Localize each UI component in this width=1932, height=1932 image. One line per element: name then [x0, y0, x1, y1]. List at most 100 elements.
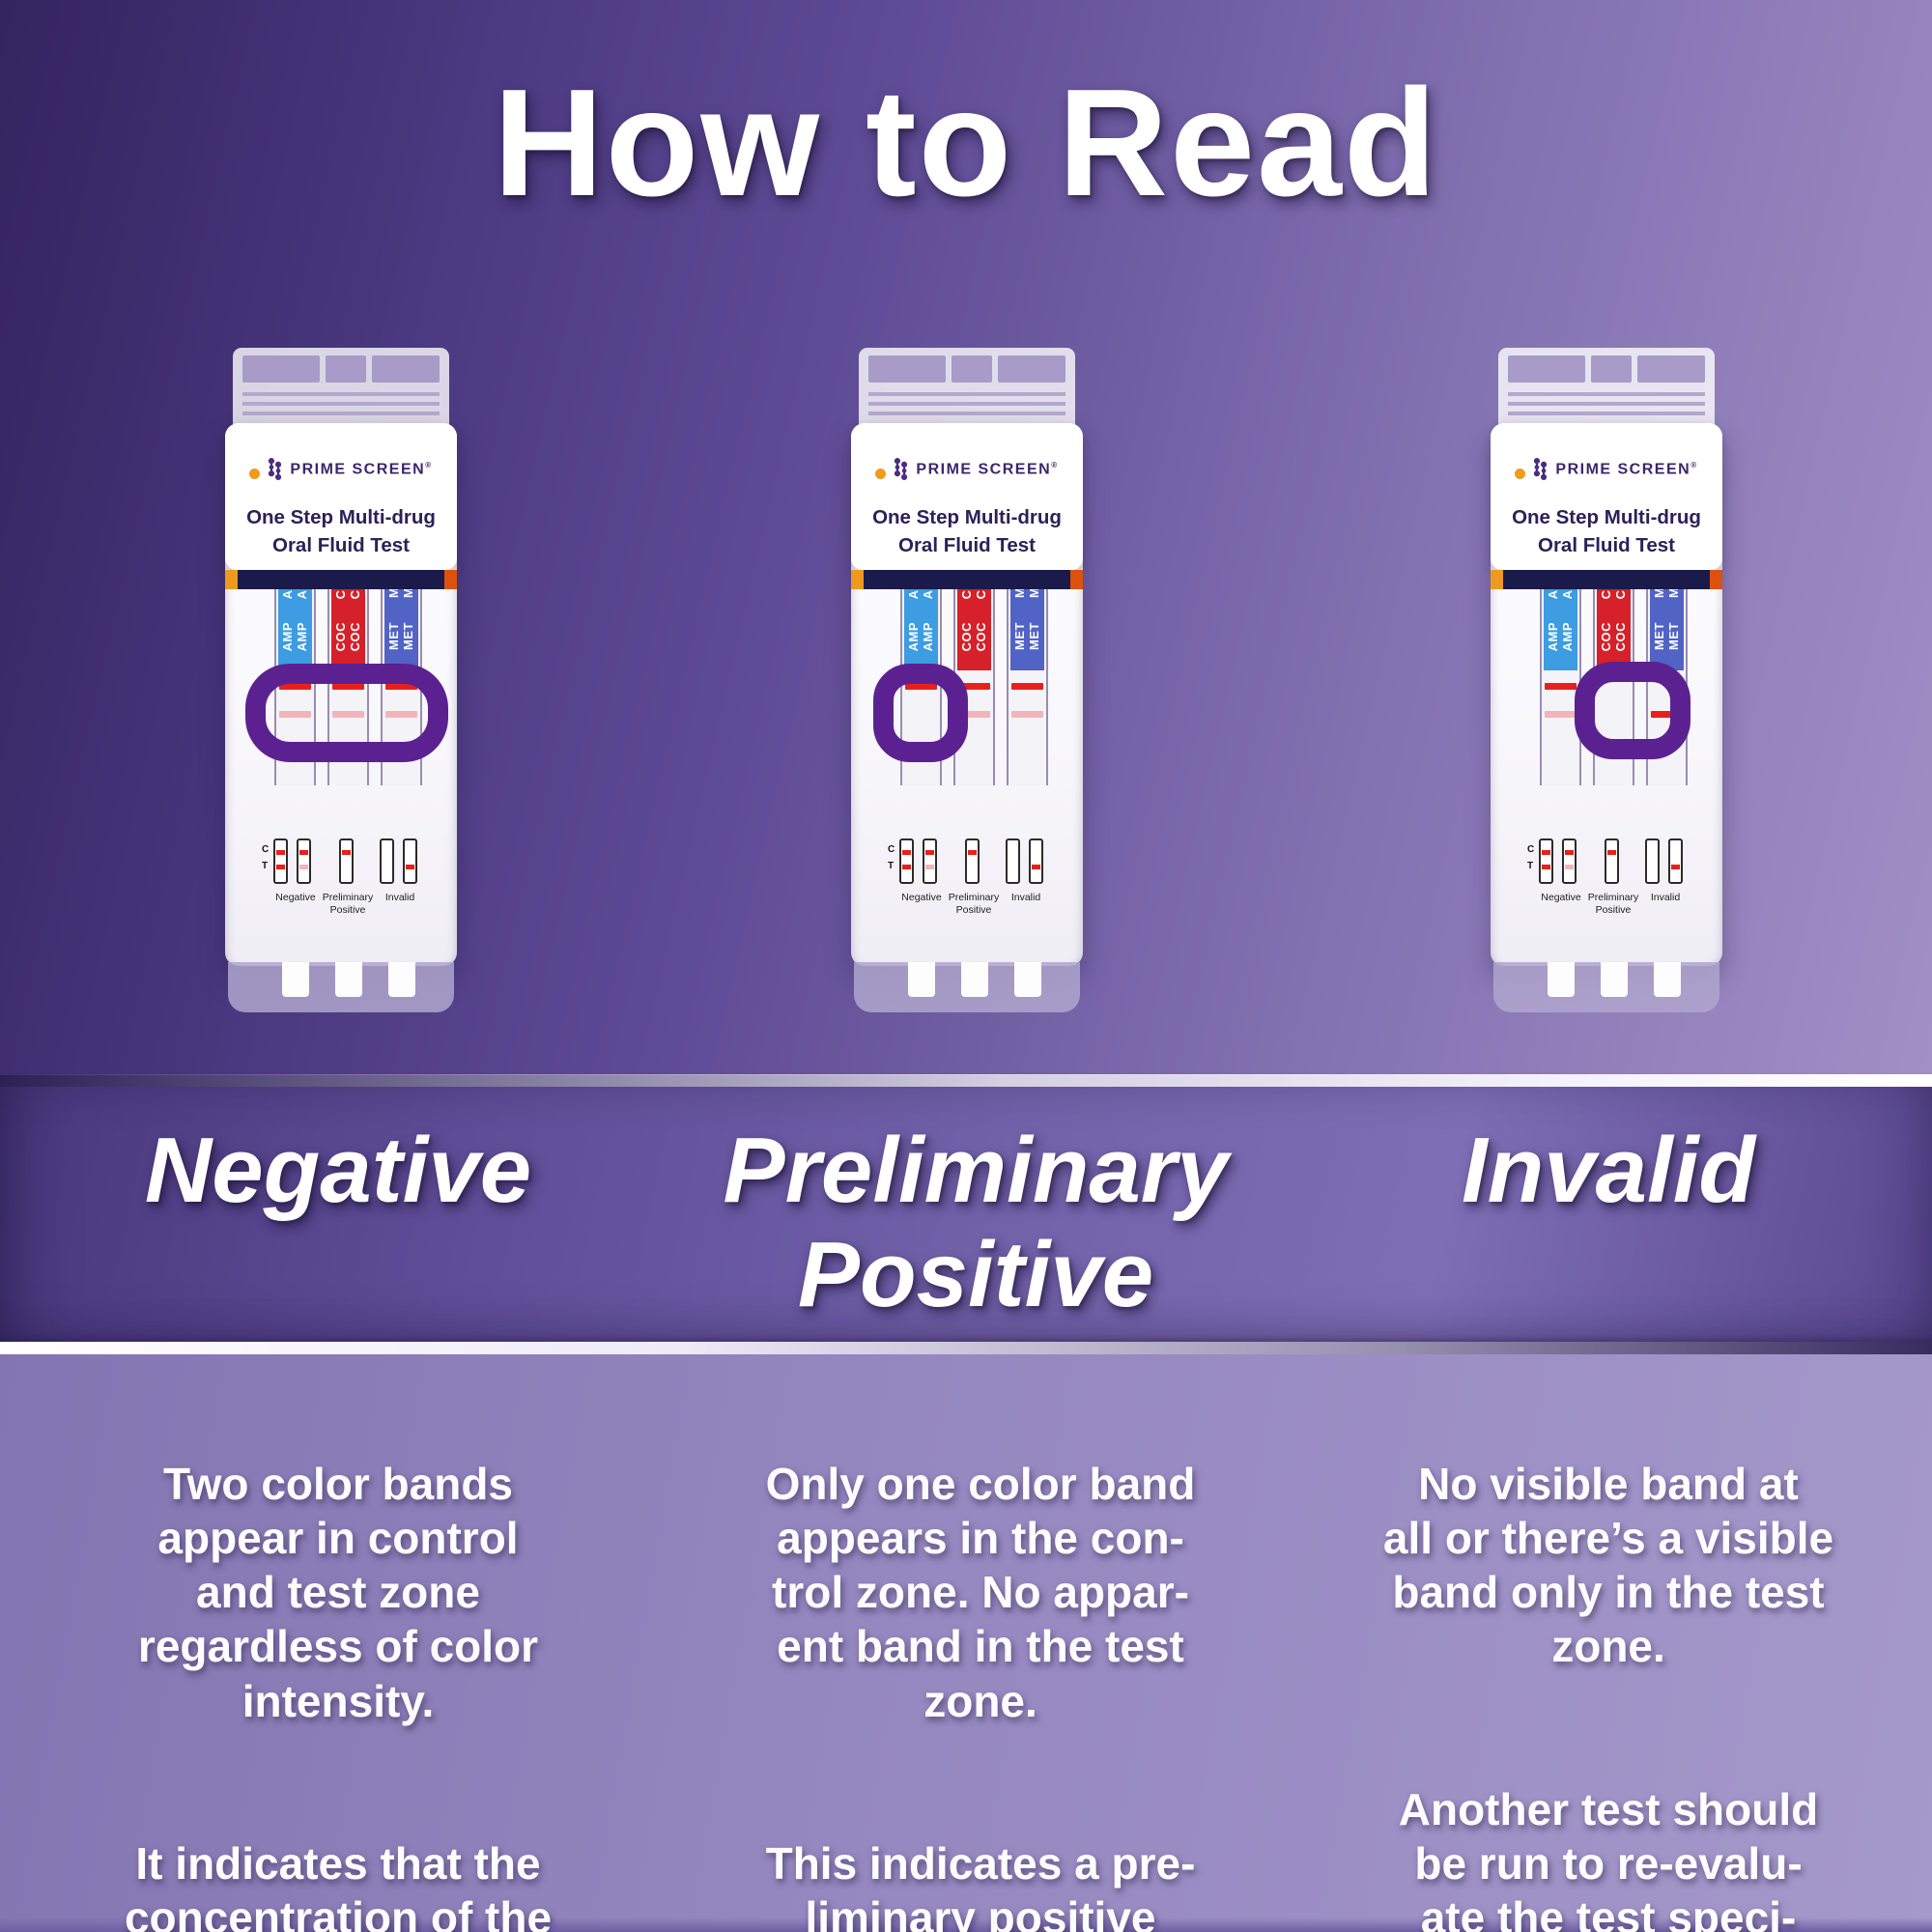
section-divider-top: [0, 1074, 1932, 1087]
brand-helix-icon: [895, 458, 908, 481]
control-line: [1011, 683, 1043, 690]
legend-box-negative-2: [297, 838, 311, 884]
device-cap: [859, 348, 1075, 427]
legend-box-invalid-1: [1645, 838, 1660, 884]
product-title-line2: Oral Fluid Test: [898, 533, 1036, 556]
legend-caption-invalid: Invalid: [1010, 892, 1041, 903]
description-paragraph: Another test should be run to re-evalu- …: [1398, 1783, 1819, 1932]
legend-box-invalid-2: [1029, 838, 1043, 884]
collar-accent-right: [1710, 570, 1722, 589]
brand-name: PRIME SCREEN®: [916, 460, 1059, 478]
legend-caption-preliminary: Preliminary Positive: [1587, 892, 1639, 917]
legend-c-label: C: [888, 844, 895, 855]
product-title-line2: Oral Fluid Test: [272, 533, 410, 556]
brand-helix-icon: [1534, 458, 1548, 481]
description-invalid: No visible band at all or there’s a visi…: [1304, 1403, 1913, 1932]
cap-vent: [868, 355, 946, 383]
cap-vent: [372, 355, 440, 383]
device-foot: [228, 962, 454, 1012]
legend-box-invalid-1: [380, 838, 394, 884]
device-label-card: PRIME SCREEN® One Step Multi-drug Oral F…: [225, 423, 457, 570]
legend-t-label: T: [1527, 861, 1534, 871]
device-label-card: PRIME SCREEN® One Step Multi-drug Oral F…: [851, 423, 1083, 570]
collar-accent-right: [1070, 570, 1083, 589]
product-title-line2: Oral Fluid Test: [1538, 533, 1675, 556]
legend-t-label: T: [888, 861, 895, 871]
cap-vent: [998, 355, 1065, 383]
cap-vent: [1591, 355, 1632, 383]
legend-caption-preliminary: Preliminary Positive: [322, 892, 374, 917]
device-negative: PRIME SCREEN® One Step Multi-drug Oral F…: [225, 348, 457, 1014]
cap-ridge: [1508, 412, 1705, 415]
legend-box-preliminary: [965, 838, 980, 884]
strip-leg: [961, 962, 988, 997]
registered-mark: ®: [1690, 460, 1698, 469]
device-foot: [854, 962, 1080, 1012]
brand-helix-icon: [269, 458, 282, 481]
legend-box-preliminary: [1605, 838, 1619, 884]
strip-leg: [1654, 962, 1681, 997]
legend-box-negative-1: [1539, 838, 1553, 884]
legend-box-negative-2: [923, 838, 937, 884]
brand-logo: PRIME SCREEN®: [851, 456, 1083, 483]
legend-caption-invalid: Invalid: [1650, 892, 1681, 903]
headings-band: [0, 1087, 1932, 1342]
cap-ridge: [242, 402, 440, 406]
brand-name: PRIME SCREEN®: [1555, 460, 1698, 478]
cap-vents: [242, 355, 440, 383]
cap-ridge: [1508, 392, 1705, 396]
control-line: [1545, 683, 1577, 690]
description-paragraph: It indicates that the concentration of t…: [124, 1837, 553, 1932]
cap-ridge: [242, 392, 440, 396]
description-paragraph: No visible band at all or there’s a visi…: [1382, 1459, 1834, 1672]
strip-leg: [282, 962, 309, 997]
device-preliminary-positive: PRIME SCREEN® One Step Multi-drug Oral F…: [851, 348, 1083, 1014]
description-paragraph: This indicates a pre- liminary positive …: [765, 1837, 1196, 1932]
legend-c-label: C: [1527, 844, 1535, 855]
strip-leg: [1601, 962, 1628, 997]
descriptions-section: [0, 1354, 1932, 1932]
registered-mark: ®: [425, 460, 433, 469]
product-title: One Step Multi-drug Oral Fluid Test: [225, 504, 457, 559]
legend-box-invalid-1: [1006, 838, 1020, 884]
cap-ridge: [868, 392, 1065, 396]
result-highlight-box: [245, 664, 448, 762]
strip-leg: [388, 962, 415, 997]
test-line: [332, 711, 364, 718]
collar-accent-left: [851, 570, 864, 589]
product-title: One Step Multi-drug Oral Fluid Test: [851, 504, 1083, 559]
cap-vents: [1508, 355, 1705, 383]
brand-dot-icon: [1515, 468, 1526, 479]
device-collar: [225, 570, 457, 589]
strip-leg: [908, 962, 935, 997]
product-title-line1: One Step Multi-drug: [872, 506, 1062, 528]
legend-caption-negative: Negative: [275, 892, 316, 903]
device-foot: [1493, 962, 1719, 1012]
cap-ridge: [868, 412, 1065, 415]
device-collar: [851, 570, 1083, 589]
top-section: How to Read: [0, 0, 1932, 1075]
test-line: [958, 711, 990, 718]
cap-vent: [952, 355, 992, 383]
